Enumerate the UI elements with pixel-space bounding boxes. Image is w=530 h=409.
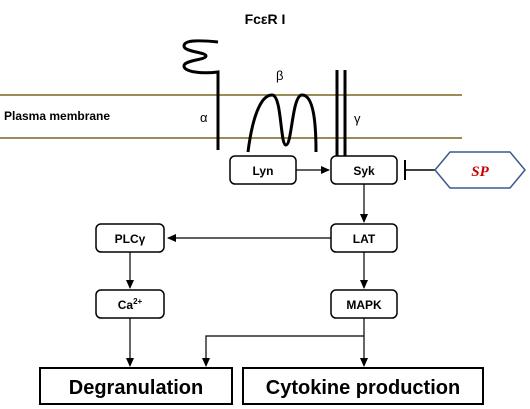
degranulation-label: Degranulation (69, 377, 203, 399)
ca-base: Ca (118, 298, 134, 312)
sp-hexagon (434, 151, 526, 189)
sp-label: SP (471, 164, 489, 180)
syk-label: Syk (353, 164, 375, 178)
ca-label: Ca2+ (118, 297, 143, 312)
gamma-label: γ (354, 111, 361, 126)
receptor-title: FcεR I (245, 11, 286, 27)
beta-chain (246, 93, 318, 153)
lat-label: LAT (353, 232, 376, 246)
cytokine-box (242, 367, 484, 405)
alpha-chain (182, 39, 220, 150)
membrane-label: Plasma membrane (4, 109, 110, 123)
plcg-label: PLCγ (115, 232, 146, 246)
mapk-to-degranulation-arrow (202, 335, 364, 367)
alpha-label: α (200, 110, 208, 125)
mapk-label: MAPK (346, 298, 382, 312)
cytokine-label: Cytokine production (266, 377, 460, 399)
degranulation-box (39, 367, 233, 405)
lyn-label: Lyn (253, 164, 274, 178)
ca-superscript: 2+ (133, 297, 142, 306)
beta-label: β (276, 68, 283, 83)
